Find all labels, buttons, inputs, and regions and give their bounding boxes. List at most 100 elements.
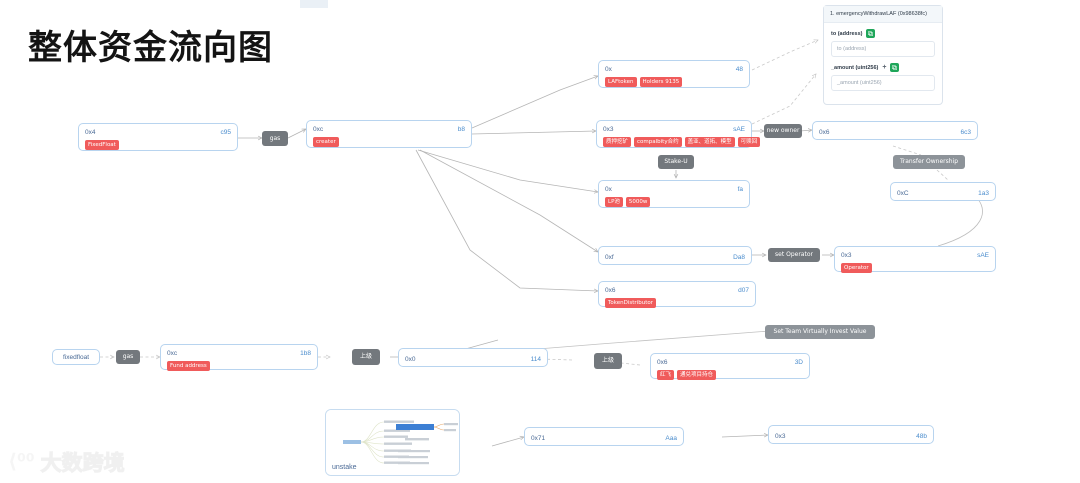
node-tag: creater — [313, 137, 339, 147]
pill-label: fixedfloat — [62, 353, 90, 361]
node-value: 1b8 — [300, 350, 311, 357]
node-value: 48 — [735, 66, 743, 73]
chip-label: 上级 — [601, 357, 614, 364]
top-strip-decoration — [300, 0, 328, 8]
node-value: sAE — [977, 252, 989, 259]
field-amount-label: _amount (uint256) + — [831, 63, 935, 72]
function-panel-body: to (address) to (address) _amount (uint2… — [824, 23, 942, 104]
node-fund-address[interactable]: 0xc 1b8 Fund address — [160, 344, 318, 371]
node-value: c95 — [220, 129, 231, 136]
watermark: ⟨⁰⁰ 大数跨境 — [8, 447, 125, 477]
chip-label: set Operator — [775, 251, 813, 258]
node-address: 0x — [605, 186, 612, 193]
node-value: 3D — [794, 359, 803, 366]
node-value: d07 — [738, 287, 749, 294]
node-address: 0x0 — [405, 356, 416, 363]
edge-label-stake-u[interactable]: Stake-U — [658, 155, 694, 169]
function-panel-header: 1. emergencyWithdrawLAF (0x98638fc) — [824, 6, 942, 23]
node-value: 114 — [530, 356, 541, 363]
edge-label-set-team-virtually-invest-value[interactable]: Set Team Virtually Invest Value — [765, 325, 875, 339]
node-tag: Fund address — [167, 361, 210, 371]
node-operator-0x3[interactable]: 0x3 sAE Operator — [834, 246, 996, 273]
field-to-address-text: to (address) — [831, 30, 863, 37]
node-lp-pool[interactable]: 0x fa LP池 5000w — [598, 180, 750, 208]
edge-label-gas-top[interactable]: gas — [262, 131, 288, 146]
watermark-logo-icon: ⟨⁰⁰ — [8, 451, 35, 473]
node-tag: LP池 — [605, 197, 623, 207]
chip-label: Set Team Virtually Invest Value — [773, 328, 867, 335]
node-address: 0x3 — [603, 126, 614, 133]
chip-label: Transfer Ownership — [899, 158, 959, 165]
node-address: 0x3 — [775, 433, 786, 440]
node-address: 0x — [605, 66, 612, 73]
node-tag: TokenDistributor — [605, 298, 656, 308]
node-tag: LAFtoken — [605, 77, 637, 87]
edge-label-gas-bottom[interactable]: gas — [116, 350, 140, 364]
edge-label-set-operator[interactable]: set Operator — [768, 248, 820, 262]
chip-label: gas — [269, 134, 281, 142]
node-address: 0x6 — [657, 359, 668, 366]
copy-icon[interactable] — [866, 29, 876, 38]
chip-label: 上级 — [359, 353, 372, 360]
node-0xf-da8[interactable]: 0xf Da8 — [598, 246, 752, 265]
node-tag: Operator — [841, 263, 872, 273]
to-address-input[interactable]: to (address) — [831, 41, 935, 57]
plus-icon[interactable]: + — [882, 64, 887, 71]
field-amount-text: _amount (uint256) — [831, 64, 879, 71]
node-0xC-1a3[interactable]: 0xC 1a3 — [890, 182, 996, 201]
node-value: 48b — [916, 433, 927, 440]
thumbnail-label: unstake — [332, 464, 357, 471]
node-tag: FixedFloat — [85, 140, 119, 150]
chip-label: new owner — [766, 127, 800, 134]
amount-input[interactable]: _amount (uint256) — [831, 75, 935, 91]
edge-label-parent-2[interactable]: 上级 — [594, 353, 622, 369]
node-tag: Holders 9135 — [639, 77, 683, 87]
node-tag: 红飞 — [657, 370, 675, 380]
node-address: 0x6 — [819, 129, 830, 136]
node-value: Aaa — [665, 435, 677, 442]
node-address: 0xc — [313, 126, 324, 133]
node-value: 1a3 — [978, 190, 989, 197]
node-tag: 质押挖矿 — [603, 137, 632, 147]
node-tag: 通兑项目持仓 — [677, 370, 717, 380]
watermark-text: 大数跨境 — [40, 451, 125, 476]
node-tag: 5000w — [625, 197, 651, 207]
node-tag: 盖亚、道拓、模型 — [684, 137, 735, 147]
node-value: 6c3 — [960, 129, 971, 136]
node-0x71-aaa[interactable]: 0x71 Aaa — [524, 427, 684, 446]
edge-label-parent-1[interactable]: 上级 — [352, 349, 380, 365]
copy-icon[interactable] — [890, 63, 900, 72]
node-0x0-114[interactable]: 0x0 114 — [398, 348, 548, 367]
node-value: fa — [737, 186, 743, 193]
node-tag: compalbity合约 — [634, 137, 682, 147]
node-newowner-0x6[interactable]: 0x6 6c3 — [812, 121, 978, 140]
field-amount: _amount (uint256) + _amount (uint256) — [831, 63, 935, 91]
node-tokendistributor[interactable]: 0x6 d07 TokenDistributor — [598, 281, 756, 308]
node-value: Da8 — [733, 254, 745, 261]
node-creater-0xc[interactable]: 0xc b8 creater — [306, 120, 472, 148]
function-call-panel: 1. emergencyWithdrawLAF (0x98638fc) to (… — [823, 5, 943, 105]
mindmap-preview-graphic — [326, 410, 459, 475]
node-tag: 可赎回 — [737, 137, 761, 147]
node-fixedfloat-pill[interactable]: fixedfloat — [52, 349, 100, 365]
node-address: 0xf — [605, 254, 614, 261]
node-staking-0x3[interactable]: 0x3 sAE 质押挖矿 compalbity合约 盖亚、道拓、模型 可赎回 — [596, 120, 761, 148]
field-to-address: to (address) to (address) — [831, 29, 935, 57]
thumbnail-unstake-mindmap[interactable]: unstake — [325, 409, 460, 476]
page-title: 整体资金流向图 — [28, 28, 273, 68]
node-0x6-3d[interactable]: 0x6 3D 红飞 通兑项目持仓 — [650, 353, 810, 380]
chip-label: gas — [122, 353, 134, 360]
node-laftoken[interactable]: 0x 48 LAFtoken Holders 9135 — [598, 60, 750, 88]
node-address: 0x6 — [605, 287, 616, 294]
node-value: b8 — [457, 126, 465, 133]
edge-label-transfer-ownership[interactable]: Transfer Ownership — [893, 155, 965, 169]
field-to-address-label: to (address) — [831, 29, 935, 38]
edge-label-new-owner[interactable]: new owner — [764, 124, 802, 138]
node-address: 0xC — [897, 190, 909, 197]
node-address: 0x3 — [841, 252, 852, 259]
node-fixedfloat-0x4[interactable]: 0x4 c95 FixedFloat — [78, 123, 238, 151]
node-0x3-48b[interactable]: 0x3 48b — [768, 425, 934, 444]
node-address: 0x71 — [531, 435, 546, 442]
node-value: sAE — [733, 126, 745, 133]
